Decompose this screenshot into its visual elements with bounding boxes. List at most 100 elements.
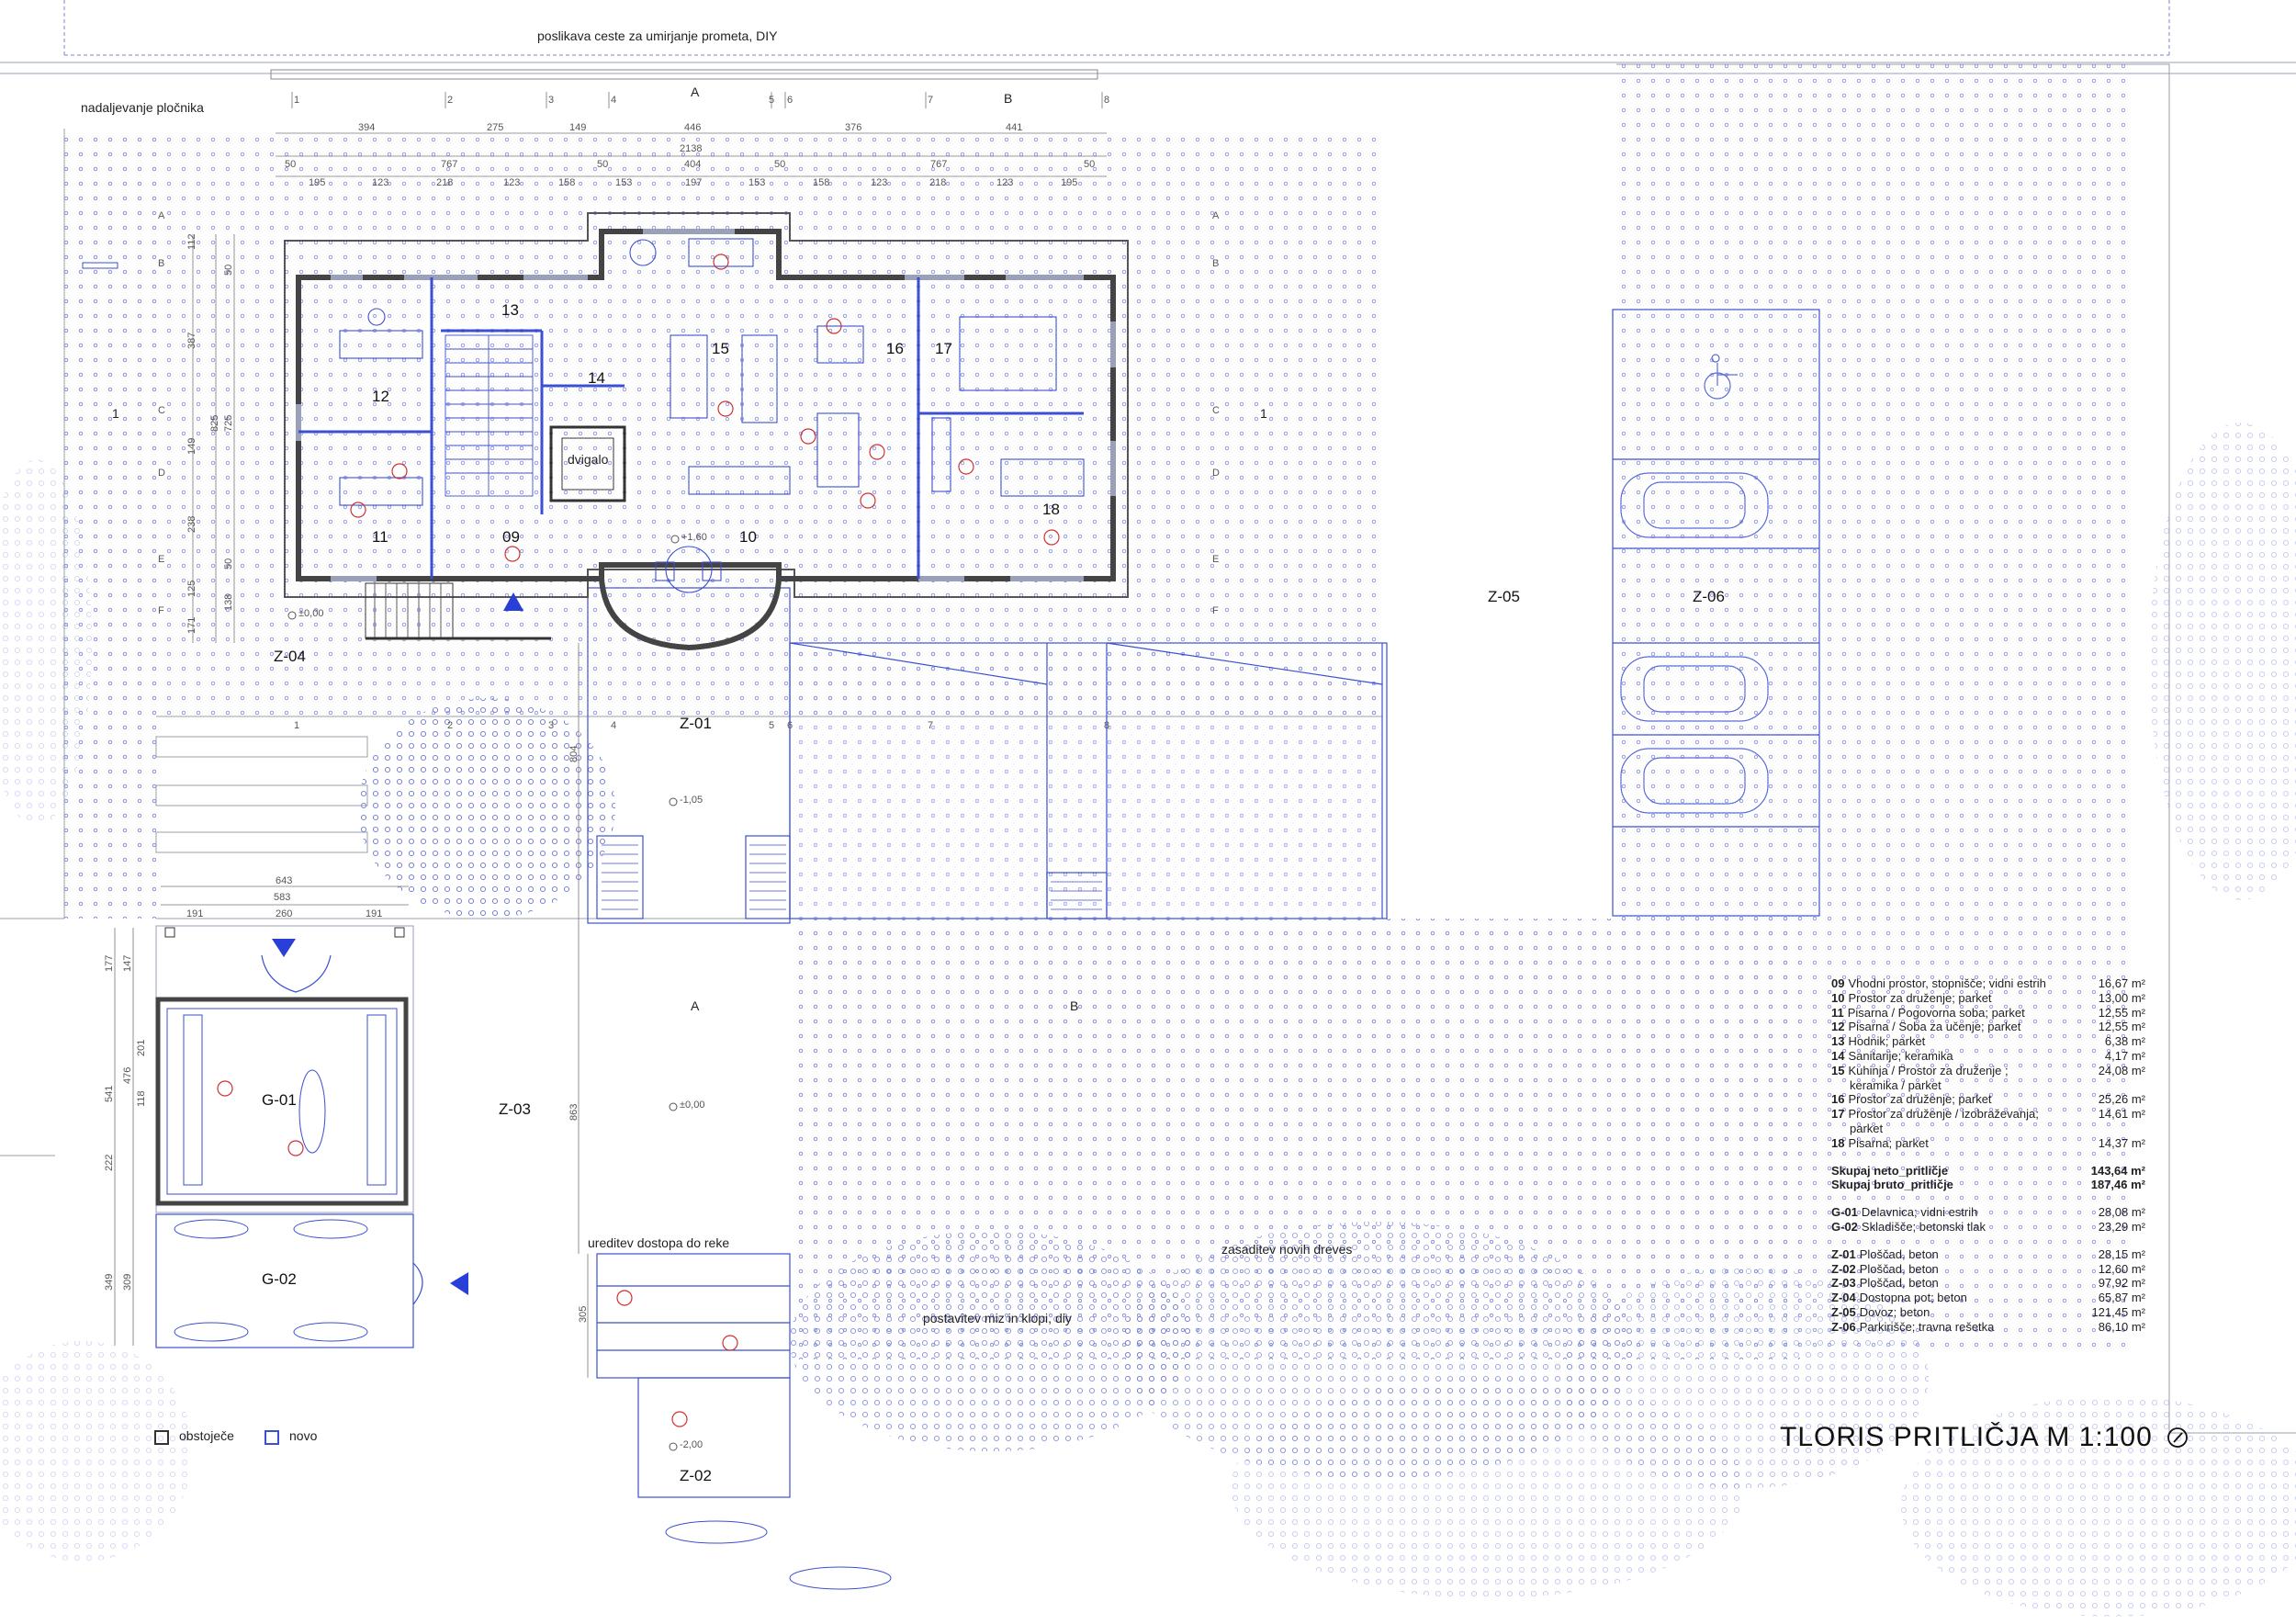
new-structures	[587, 587, 1388, 1498]
svg-text:476: 476	[122, 1067, 133, 1084]
svg-text:C: C	[158, 405, 165, 416]
car-1	[1620, 472, 1769, 538]
site-lines	[0, 63, 2296, 1434]
svg-text:387: 387	[186, 333, 197, 349]
svg-text:112: 112	[186, 233, 197, 250]
svg-text:A: A	[691, 85, 700, 99]
svg-text:767: 767	[441, 159, 457, 170]
svg-text:149: 149	[569, 122, 586, 133]
svg-text:50: 50	[774, 159, 785, 170]
garage	[155, 925, 892, 1590]
svg-text:583: 583	[274, 892, 290, 903]
road-annotation: poslikava ceste za umirjanje prometa, DI…	[537, 28, 778, 43]
schedule-row: parket	[1850, 1121, 1884, 1135]
svg-text:+1,60: +1,60	[681, 532, 707, 543]
svg-text:50: 50	[285, 159, 296, 170]
svg-text:D: D	[1212, 468, 1220, 479]
svg-text:F: F	[1212, 605, 1219, 616]
entry-arrow-g02-icon	[450, 1272, 468, 1295]
svg-text:394: 394	[358, 122, 375, 133]
legend-new-swatch	[264, 1430, 279, 1445]
drawing-title: TLORIS PRITLIČJA M 1:100	[1780, 1422, 2189, 1453]
legend-existing-label: obstoječe	[179, 1428, 234, 1443]
svg-text:541: 541	[104, 1086, 115, 1102]
svg-text:158: 158	[558, 177, 575, 188]
svg-text:±0,00: ±0,00	[680, 1100, 704, 1111]
trees	[0, 423, 2296, 1617]
parking	[1612, 309, 1820, 917]
svg-text:177: 177	[104, 955, 115, 972]
svg-text:B: B	[1212, 258, 1219, 269]
grid-labels: 1 2 3 4 5 6 7 8 1 2 3 4 5 6 7 8 A B C D …	[112, 85, 1267, 1013]
svg-text:201: 201	[136, 1040, 147, 1056]
zone-z06: Z-06	[1693, 588, 1725, 605]
svg-text:8: 8	[1104, 720, 1109, 731]
svg-text:260: 260	[276, 908, 292, 919]
elevator-label: dvigalo	[568, 452, 609, 467]
svg-text:50: 50	[223, 558, 234, 570]
room-13: 13	[501, 301, 519, 319]
svg-text:125: 125	[186, 581, 197, 597]
sink-icon	[367, 239, 657, 326]
svg-text:7: 7	[928, 95, 933, 106]
svg-text:E: E	[158, 554, 164, 565]
svg-text:222: 222	[104, 1155, 115, 1171]
entry-arrow-g01-icon	[272, 939, 296, 957]
svg-text:2: 2	[447, 720, 453, 731]
svg-text:404: 404	[684, 159, 701, 170]
svg-text:309: 309	[122, 1274, 133, 1291]
legend-existing-swatch	[154, 1430, 169, 1445]
svg-text:218: 218	[436, 177, 453, 188]
room-16: 16	[886, 340, 904, 357]
svg-text:158: 158	[813, 177, 829, 188]
svg-text:5: 5	[769, 95, 774, 106]
svg-text:218: 218	[929, 177, 946, 188]
main-building	[284, 212, 1129, 651]
svg-text:C: C	[1212, 405, 1220, 416]
zone-z02: Z-02	[680, 1467, 712, 1484]
svg-text:4: 4	[611, 95, 616, 106]
svg-text:804: 804	[568, 746, 580, 762]
svg-text:138: 138	[223, 594, 234, 611]
svg-text:118: 118	[136, 1090, 147, 1107]
car-2	[1620, 656, 1769, 722]
room-15: 15	[712, 340, 729, 357]
svg-text:153: 153	[615, 177, 632, 188]
svg-text:2138: 2138	[680, 143, 702, 154]
svg-text:643: 643	[276, 875, 292, 886]
chairs-icon	[350, 254, 1060, 562]
svg-text:197: 197	[685, 177, 702, 188]
svg-text:376: 376	[845, 122, 861, 133]
svg-text:1: 1	[294, 95, 299, 106]
north-arrow-icon	[2167, 1427, 2189, 1448]
car-3	[1620, 748, 1769, 814]
svg-text:825: 825	[209, 415, 220, 432]
svg-text:1: 1	[112, 406, 119, 421]
room-17: 17	[935, 340, 952, 357]
room-10: 10	[739, 528, 757, 546]
svg-text:123: 123	[503, 177, 520, 188]
svg-text:195: 195	[1061, 177, 1077, 188]
level-markers: ±0,00 +1,60 -1,05 ±0,00 -2,00	[287, 532, 707, 1451]
svg-text:B: B	[158, 258, 164, 269]
dimensions: 394 275 149 446 376 441 2138 50 767 50 4…	[104, 122, 1095, 1323]
svg-text:3: 3	[548, 720, 554, 731]
svg-text:6: 6	[787, 720, 793, 731]
site-annotations: poslikava ceste za umirjanje prometa, DI…	[81, 28, 1352, 1325]
schedule-row: keramika / parket	[1850, 1077, 1941, 1092]
svg-text:B: B	[1070, 998, 1078, 1013]
svg-text:7: 7	[928, 720, 933, 731]
svg-text:E: E	[1212, 554, 1219, 565]
svg-text:50: 50	[223, 265, 234, 276]
svg-text:4: 4	[611, 720, 616, 731]
